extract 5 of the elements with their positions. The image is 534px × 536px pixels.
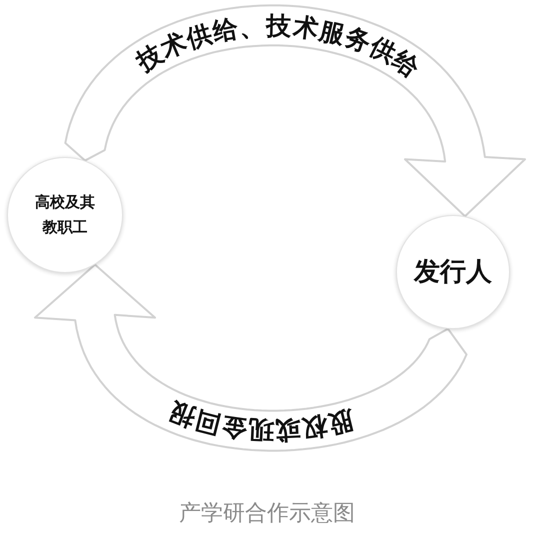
edge-label: 股权或现金回报 bbox=[163, 396, 358, 445]
node-label: 发行人 bbox=[412, 256, 493, 289]
node-label: 高校及其教职工 bbox=[34, 192, 96, 238]
edge-label: 技术供给、技术服务供给 bbox=[132, 11, 426, 84]
caption: 产学研合作示意图 bbox=[178, 500, 356, 528]
